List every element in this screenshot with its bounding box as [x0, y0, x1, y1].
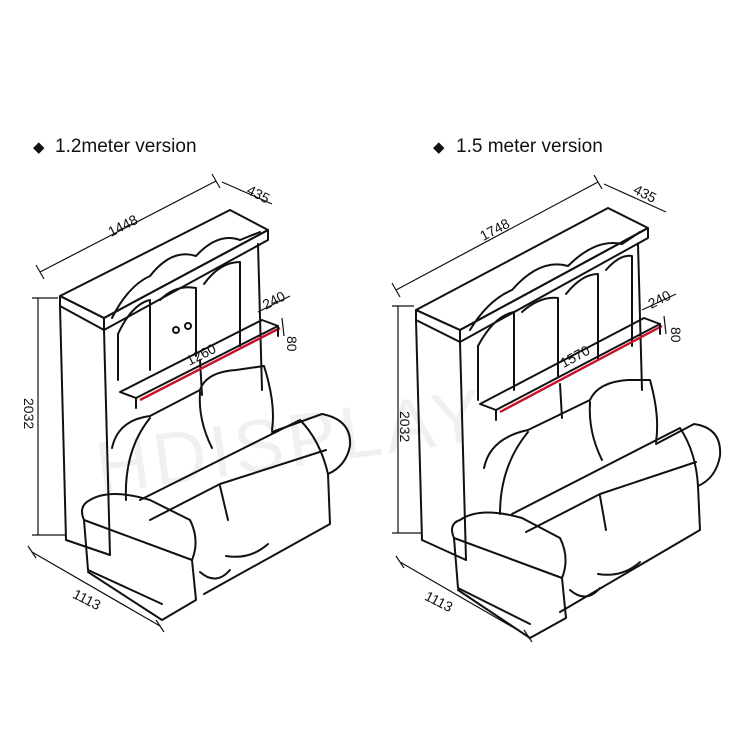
dimension-depth: 435: [603, 181, 667, 213]
dimension-depth: 435: [221, 181, 273, 207]
dimension-depth-label: 435: [631, 181, 659, 206]
dimension-height-label: 2032: [21, 398, 37, 429]
sofa: [81, 365, 352, 621]
dimension-height: 2032: [21, 297, 66, 536]
wall-shelf: 1570 240 80: [479, 287, 684, 421]
dimension-shelf-thickness-label: 80: [668, 327, 684, 343]
dimension-width-label: 1448: [105, 211, 140, 239]
dimension-height-label: 2032: [397, 411, 413, 442]
dimension-height: 2032: [392, 305, 422, 534]
dimension-width-label: 1748: [477, 215, 512, 244]
dimension-sofa-depth: 1113: [27, 545, 165, 633]
bullet-diamond-icon: ◆: [433, 139, 445, 156]
dimension-width: 1448: [35, 173, 221, 280]
dimension-shelf-depth-label: 240: [645, 287, 673, 312]
dimension-width: 1748: [391, 174, 603, 298]
version-caption: 1.5 meter version: [456, 136, 603, 157]
bullet-diamond-icon: ◆: [33, 139, 45, 156]
wall-cabinet: [415, 207, 649, 561]
dimension-sofa-depth: 1113: [395, 555, 533, 643]
version-1-5m: ◆ 1.5 meter version 1748 435: [391, 136, 722, 643]
version-caption: 1.2meter version: [55, 136, 197, 157]
sofa: [451, 379, 722, 639]
dimension-shelf-thickness-label: 80: [284, 336, 300, 352]
version-1-2m: ◆ 1.2meter version 1448 435: [21, 136, 352, 633]
wall-cabinet: [59, 209, 269, 556]
dimension-sofa-depth-label: 1113: [70, 586, 103, 614]
